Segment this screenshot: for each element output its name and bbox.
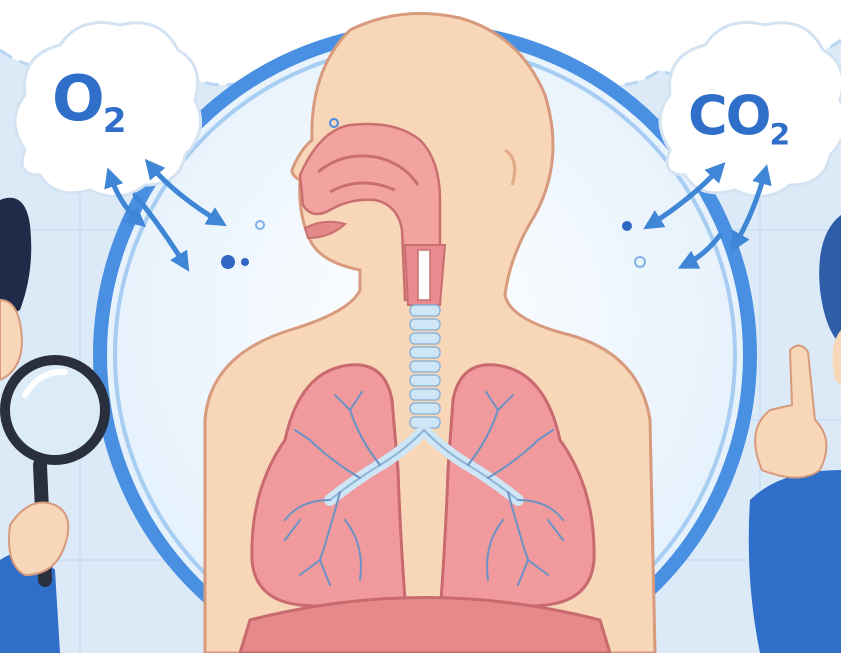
- scene-canvas: [0, 0, 841, 653]
- respiration-illustration: O2 CO2: [0, 0, 841, 653]
